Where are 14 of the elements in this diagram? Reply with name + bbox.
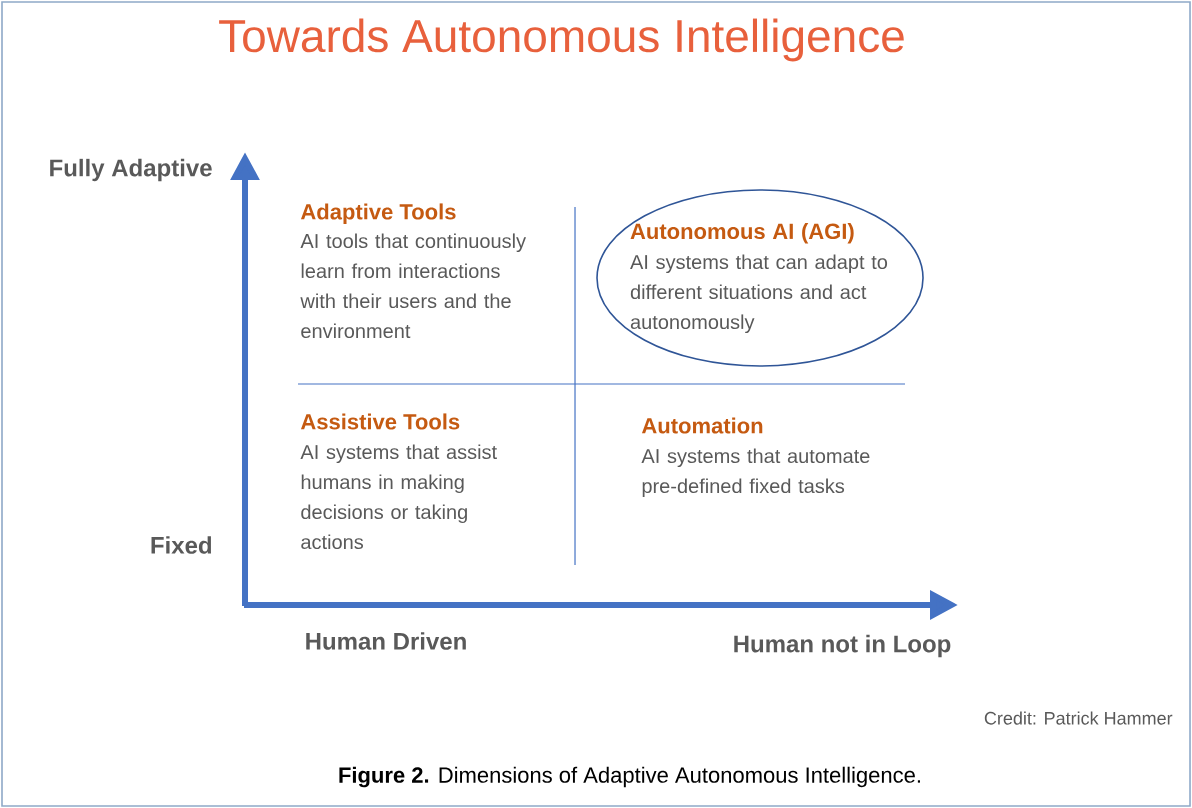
credit-text: Credit: Patrick Hammer	[984, 711, 1173, 725]
quadrant-heading: Adaptive Tools	[300, 203, 456, 224]
quadrant-heading: Assistive Tools	[300, 413, 460, 430]
quadrant-description: AI tools that continuously learn from interactions with their users and the environment	[300, 233, 526, 339]
quadrant-heading: Automation	[641, 417, 763, 434]
axis-label: Fully Adaptive	[50, 158, 212, 182]
axis-label: Fixed	[151, 536, 212, 554]
quadrant-description: AI systems that assist humans in making decisions or taking actions	[300, 444, 497, 550]
ellipse-highlight: Autonomous AI (AGI) AI systems that can adapt to different situations and act autonomously	[596, 189, 924, 367]
axis-label: Human Driven	[306, 632, 466, 650]
title: Towards Autonomous Intelligence	[219, 18, 904, 62]
axis-label: Human not in Loop	[734, 634, 951, 658]
quadrant-description: AI systems that automate pre-defined fixed tasks	[641, 448, 870, 498]
caption: Figure 2. Dimensions of Adaptive Autonomous Intelligence.	[339, 766, 920, 788]
